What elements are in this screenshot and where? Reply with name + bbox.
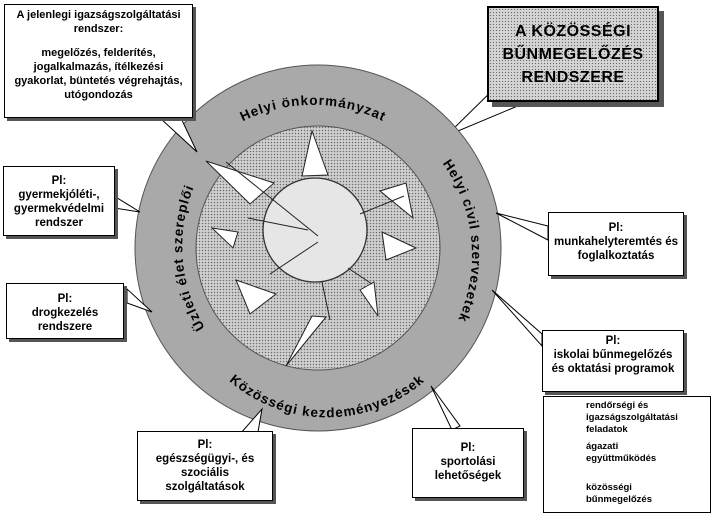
example-prefix: Pl: <box>605 335 621 347</box>
current-system-heading: A jelenlegi igazságszolgáltatási rendsze… <box>16 9 181 35</box>
title-box: A KÖZÖSSÉGI BŰNMEGELŐZÉS RENDSZERE <box>487 6 659 102</box>
triangle-bottom <box>285 315 327 367</box>
diagram-title: A KÖZÖSSÉGI BŰNMEGELŐZÉS RENDSZERE <box>502 22 644 86</box>
callout-tail-sport <box>430 385 461 431</box>
legend-label-community: közösségi bűnmegelőzés <box>586 482 652 505</box>
example-text-health: egészségügyi-, és szociális szolgáltatás… <box>155 453 255 493</box>
example-box-jobs: Pl: munkahelyteremtés és foglalkoztatás <box>548 212 684 276</box>
example-box-sport: Pl: sportolási lehetőségek <box>412 428 524 498</box>
current-system-text: megelőzés, felderítés, jogalkalmazás, ít… <box>14 47 183 101</box>
legend-label-cooperation: ágazati együttműködés <box>586 441 657 464</box>
example-prefix: Pl: <box>57 293 73 305</box>
pointer-lines <box>225 161 405 321</box>
example-box-school: Pl: iskolai bűnmegelőzés és oktatási pro… <box>542 330 684 392</box>
callout-tail-school <box>491 289 543 348</box>
triangle-top-right <box>378 182 414 220</box>
triangle-bottom-left <box>235 279 278 315</box>
example-prefix: Pl: <box>460 442 476 454</box>
example-prefix: Pl: <box>608 222 624 234</box>
example-text-drug: drogkezelés rendszere <box>31 307 99 333</box>
police-justice-circle <box>262 177 368 283</box>
example-box-child-welfare: Pl: gyermekjóléti-, gyermekvédelmi rends… <box>3 166 115 236</box>
callout-tails <box>113 115 549 435</box>
callout-tail-child <box>113 195 141 213</box>
example-prefix: Pl: <box>51 175 67 187</box>
callout-tail-work <box>495 212 549 241</box>
legend: rendőrségi és igazságszolgáltatási felad… <box>543 396 711 513</box>
example-text-school: iskolai bűnmegelőzés és oktatási program… <box>551 349 675 375</box>
triangle-top-left <box>205 160 275 205</box>
current-system-box: A jelenlegi igazságszolgáltatási rendsze… <box>4 4 193 118</box>
triangle-left-sharp <box>210 227 239 249</box>
example-box-drug: Pl: drogkezelés rendszere <box>6 283 124 339</box>
triangle-bottom-right <box>359 281 379 317</box>
example-prefix: Pl: <box>197 439 213 451</box>
triangle-right <box>381 231 418 261</box>
callout-tail-drug <box>126 287 153 313</box>
cooperation-triangles <box>205 129 418 367</box>
example-box-health: Pl: egészségügyi-, és szociális szolgált… <box>137 431 273 501</box>
triangle-top <box>301 129 329 177</box>
example-text-jobs: munkahelyteremtés és foglalkoztatás <box>553 236 678 262</box>
example-text-child-welfare: gyermekjóléti-, gyermekvédelmi rendszer <box>13 189 105 229</box>
legend-label-police-justice: rendőrségi és igazságszolgáltatási felad… <box>586 400 678 435</box>
example-text-sport: sportolási lehetőségek <box>434 456 502 482</box>
